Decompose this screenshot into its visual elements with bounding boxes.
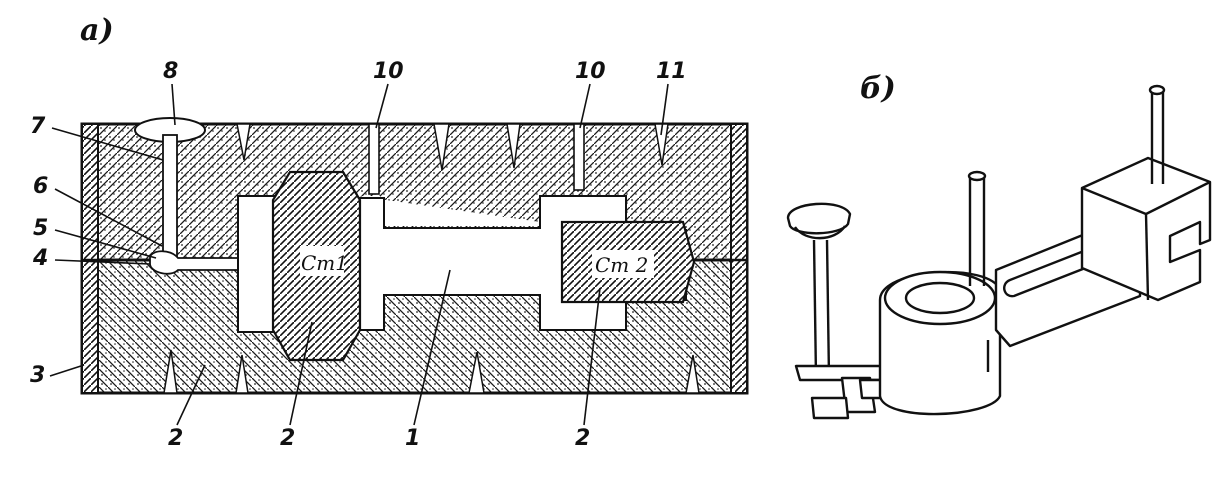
panel-label-b: б) [860,71,896,106]
callout-8: 7 [30,114,46,139]
casting-3d-view [786,84,1212,420]
flask-wall-right [730,123,748,394]
callout-5: 4 [32,246,48,271]
callout-9: 8 [163,59,178,84]
callout-3: 2 [168,426,183,451]
sprue [162,134,178,261]
vent-left [368,123,380,195]
callout-7: 6 [33,174,48,199]
core-label-left: Cm1 [301,251,348,275]
flask-wall-left [81,123,99,394]
callouts: 8 7 6 5 4 3 2 2 1 2 10 10 11 [30,59,687,451]
callout-6: 5 [33,216,48,241]
callout-10a: 10 [373,59,404,84]
callout-2b: 2 [575,426,590,451]
callout-1: 1 [405,426,420,451]
mold-section: Cm1 Cm 2 [80,117,749,395]
callout-11: 11 [656,59,687,84]
callout-4: 3 [30,363,45,388]
vent-right [573,123,585,191]
panel-label-a: a) [80,13,114,48]
core-label-right: Cm 2 [595,253,648,277]
callout-10b: 10 [575,59,606,84]
callout-2a: 2 [280,426,295,451]
